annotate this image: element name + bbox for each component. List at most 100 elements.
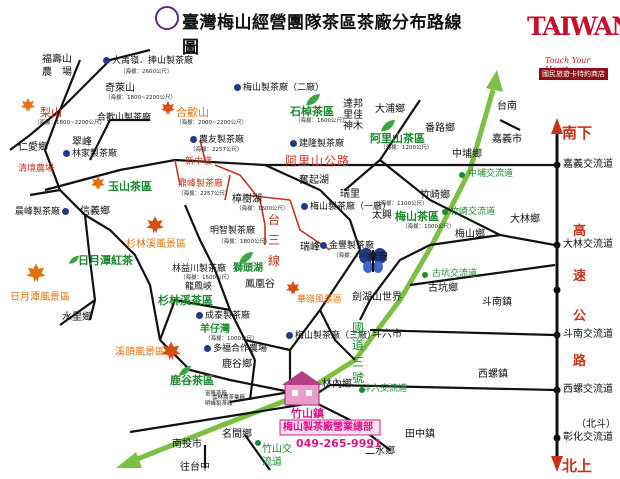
tea-leaf-icon <box>305 92 321 111</box>
alt-yushan: （海拔：2257公尺） <box>178 191 231 197</box>
tea-yushan: 玉山茶區 <box>108 180 152 193</box>
label-ruili: 瑞里 <box>340 189 360 200</box>
label-qilaishan: 奇萊山 <box>105 83 135 94</box>
taiwan-logo-text: TAIWAN <box>527 12 620 41</box>
factory-fenglin: 龍鳳峽 <box>185 282 213 292</box>
label-shuili: 水里鄉 <box>62 312 92 323</box>
factory-linmao: 林益川製茶廠 <box>172 264 227 274</box>
factory-fulong: 富隆茶廠 <box>205 391 228 397</box>
label-lisheng: 里佳 <box>343 110 363 121</box>
label-zhuqi: 竹崎鄉 <box>420 190 450 201</box>
maple-leaf-icon <box>160 100 176 120</box>
label-zhuqi-ic: 竹崎交流道 <box>450 207 496 217</box>
maple-leaf-icon <box>145 215 165 239</box>
factory-tianfang: 雲林農茶業廠 <box>212 395 246 401</box>
tea-leaf-icon <box>238 250 254 269</box>
label-xiluo: 西螺鎮 <box>478 369 508 380</box>
factory-chenjia: 晨峰製茶廠 <box>15 208 71 217</box>
label-jiayi: 嘉義市 <box>492 134 522 145</box>
county-roads <box>174 139 331 251</box>
freeway-label-gong: 公 <box>573 309 587 324</box>
scenic-qingjing: 清境農場 <box>18 164 55 174</box>
label-shenmu: 神木 <box>343 121 363 132</box>
factory-mingzhi: 明智製茶廠 <box>210 226 256 236</box>
factory-dayu: 大禹嶺．捧山製茶廠 <box>103 57 193 66</box>
alt-zhangshu: （海拔：1600公尺） <box>236 206 289 212</box>
alt-lishan: （海拔：1800~2200公尺） <box>34 120 106 126</box>
label-fenqihu: 奮起湖 <box>299 175 329 186</box>
travel-card-sign: 國民旅遊卡特約商店 <box>539 68 608 80</box>
freeway-label-gao: 高 <box>573 224 587 239</box>
alt-yangzi: （海拔：1000公尺） <box>205 336 258 342</box>
label-taichung-dir: 往台中 <box>180 462 210 473</box>
label-luye: 隆安 <box>368 252 388 263</box>
label-north: （北斗） <box>576 419 616 430</box>
header: 臺灣梅山經營團隊茶區茶廠分布路線圖 <box>152 5 472 58</box>
scenic-huafeng: 華嶺風景區 <box>297 295 343 305</box>
label-tianzhong: 田中鎮 <box>405 429 435 440</box>
freeway-arrow-south <box>116 452 142 468</box>
label-nongchang: 農 場 <box>42 67 72 78</box>
label-tainan-dir: 台南 <box>497 101 517 112</box>
factory-chengxin: 成泰製茶廠 <box>196 312 250 321</box>
label-gukeng: 古坑鄉 <box>428 283 458 294</box>
label-zhongpu: 中埔鄉 <box>452 149 482 160</box>
tea-hehuan: 合歡山 <box>176 106 209 119</box>
tea-leaf-icon <box>68 250 80 269</box>
factory-dingfeng: 鼎峰製茶廠 <box>178 179 224 189</box>
label-dabang: 達邦 <box>343 99 363 110</box>
alt-shizhuo: （海拔：1600公尺） <box>295 118 348 124</box>
road-tai3: 台三線 <box>268 213 281 268</box>
label-lugu: 鹿谷鄉 <box>222 359 252 370</box>
factory-jianlong: 建隆製茶廠 <box>290 140 344 149</box>
direction-north: 北上 <box>562 457 593 475</box>
road-xinzhong: 新中橫 <box>185 157 213 167</box>
factory-qingjing: 合歡山製茶廠 <box>97 113 152 123</box>
maple-leaf-icon <box>20 97 36 117</box>
alt-linmao: （海拔：1500公尺） <box>180 275 233 281</box>
freeway-arrow-north <box>486 70 503 92</box>
alt-meishan: （海拔：1000公尺） <box>402 224 455 230</box>
scenic-riyuetan: 日月潭風景區 <box>10 292 70 303</box>
alt-yushan-top: （海拔：2257公尺） <box>190 147 243 153</box>
label-fanlu: 番路鄉 <box>425 123 455 134</box>
house-icon <box>282 371 322 406</box>
arrow-south-top <box>551 118 563 134</box>
tea-leaf-icon <box>380 118 396 137</box>
label-cuifeng: 翠峰 <box>72 137 92 148</box>
tea-ali: 阿里山茶區 <box>370 132 425 145</box>
tea-lishan: 梨山 <box>40 106 62 119</box>
alt-hehuan: （海拔：2000~2200公尺） <box>176 120 248 126</box>
alt-ruifeng: （海拔：1200公尺） <box>333 253 386 259</box>
alt-dayu: （海拔：2600公尺） <box>120 69 173 75</box>
label-douliu: 斗六市 <box>372 329 402 340</box>
taiwan-logo: TAIWAN Touch Your Heart 國民旅遊卡特約商店 <box>525 6 620 84</box>
scenic-shanlinxi: 杉林溪風景區 <box>126 239 186 250</box>
contact-tel: 049-265-9991 <box>296 437 382 450</box>
arrow-north-bottom <box>551 456 563 472</box>
alt-ruili: （海拔：1100公尺） <box>375 201 428 207</box>
tea-lugu: 鹿谷茶區 <box>170 374 214 387</box>
road-alishan: 阿里山公路 <box>285 154 351 168</box>
scenic-xitou: 溪頭風景區 <box>115 347 165 358</box>
label-dalin: 大林鄉 <box>510 214 540 225</box>
contact-place: 竹山鎮 <box>291 407 324 420</box>
contact-box <box>279 419 381 436</box>
tea-yangzi: 羊仔灣 <box>200 324 230 335</box>
factory-cuifeng: 林家製茶廠 <box>63 150 117 159</box>
direction-south: 南下 <box>562 124 593 142</box>
alt-mingzhi: （海拔：1800公尺） <box>218 239 271 245</box>
label-xinyi: 信義鄉 <box>80 206 110 217</box>
green-interchange-dots <box>255 172 465 446</box>
butterfly-icon <box>359 248 387 273</box>
label-zhushan-ic: 竹山交流道 <box>262 444 292 468</box>
label-dapu: 大浦鄉 <box>375 104 405 115</box>
alt-qilai: （海拔：1800~2200公尺） <box>105 95 177 101</box>
alt-ali: （海拔：1200公尺） <box>380 145 433 151</box>
tea-meishan: 梅山茶區 <box>395 210 439 223</box>
label-zhongpu-ic: 中埔交流道 <box>468 169 514 179</box>
maple-leaf-icon <box>25 262 47 288</box>
label-dalin-ic: 大林交流道 <box>563 239 613 250</box>
